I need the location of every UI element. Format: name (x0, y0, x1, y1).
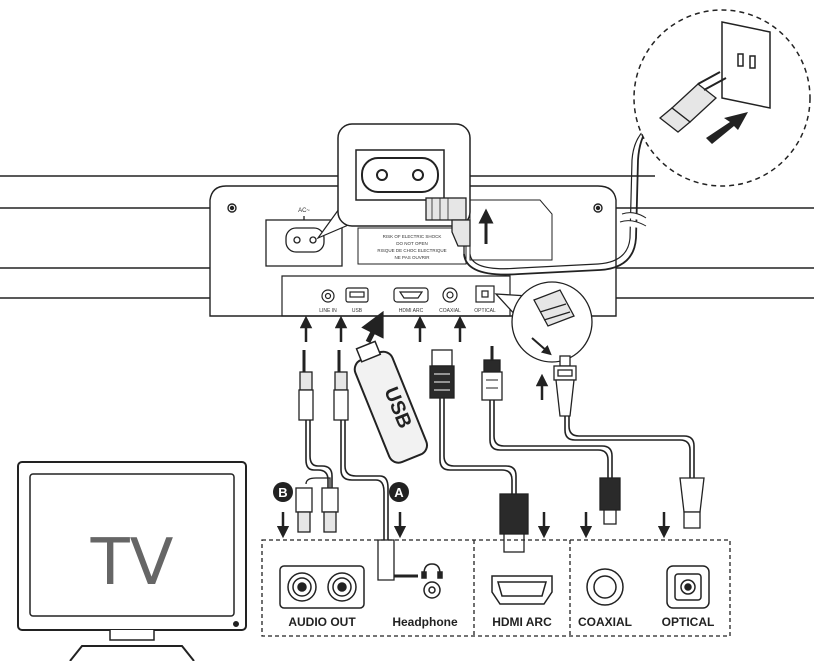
tv-insert-arrows (276, 512, 671, 539)
usb-stick-icon: USB (353, 340, 429, 464)
svg-text:RISQUE DE CHOC ELECTRIQUE: RISQUE DE CHOC ELECTRIQUE (377, 248, 446, 253)
ac-label: AC~ (298, 208, 310, 214)
port-label-line-in: LINE IN (319, 308, 337, 314)
port-label-hdmi-arc: HDMI ARC (399, 308, 424, 314)
optical-port-icon (666, 565, 710, 609)
svg-text:NE PAS OUVRIR: NE PAS OUVRIR (395, 255, 431, 260)
tv-port-label-optical: OPTICAL (662, 615, 715, 629)
soundbar-ports (321, 285, 495, 303)
insert-arrows (299, 315, 549, 400)
ac-inlet-callout (316, 123, 471, 240)
usb-arrow (361, 310, 384, 344)
hdmi-port-icon (491, 575, 553, 605)
tv-port-label-headphone: Headphone (392, 615, 458, 629)
wall-plug-icon (658, 71, 727, 133)
tv-side-plugs (295, 477, 705, 581)
svg-text:DO NOT OPEN: DO NOT OPEN (396, 241, 427, 246)
port-label-optical: OPTICAL (474, 308, 496, 314)
headphone-icon (421, 563, 443, 599)
soundbar-side-plugs (298, 346, 577, 421)
tv-port-label-hdmi-arc: HDMI ARC (492, 615, 552, 629)
coaxial-port-icon (586, 568, 624, 606)
tv-label: TV (90, 526, 174, 600)
svg-text:B: B (278, 485, 287, 500)
tv (17, 461, 247, 661)
power-plug-icon (425, 197, 471, 254)
tv-port-panel (261, 539, 731, 637)
svg-text:A: A (394, 485, 404, 500)
marker-b: B (273, 482, 293, 502)
optical-callout (494, 281, 593, 363)
tv-port-label-audio-out: AUDIO OUT (288, 615, 356, 629)
push-arrow (706, 112, 748, 144)
marker-a: A (389, 482, 409, 502)
audio-out-ports (279, 565, 365, 609)
tv-port-label-coaxial: COAXIAL (578, 615, 632, 629)
cables (305, 398, 695, 560)
port-label-usb: USB (352, 308, 363, 314)
svg-text:RISK OF ELECTRIC SHOCK: RISK OF ELECTRIC SHOCK (383, 234, 442, 239)
wall-outlet-callout (633, 9, 811, 187)
power-cord-inner (469, 121, 657, 270)
warning-label: RISK OF ELECTRIC SHOCK DO NOT OPEN RISQU… (357, 227, 467, 265)
wall-outlet-icon (721, 21, 771, 109)
port-label-coaxial: COAXIAL (439, 308, 461, 314)
